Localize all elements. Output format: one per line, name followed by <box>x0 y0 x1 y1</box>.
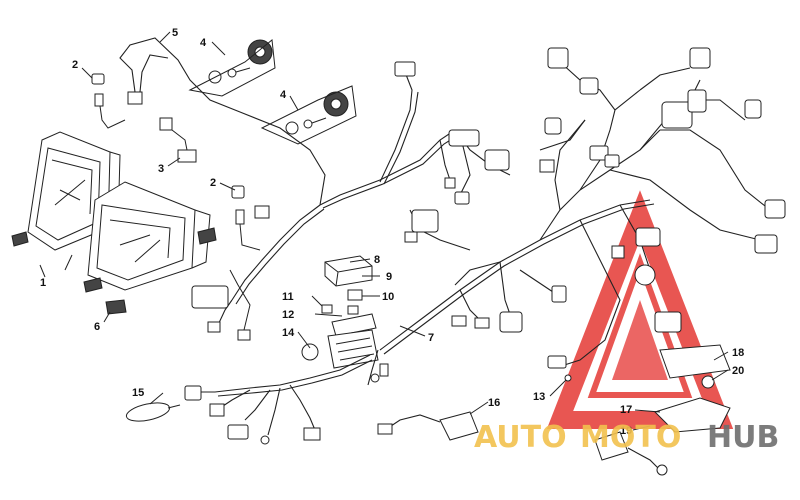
callout-4b: 4 <box>280 89 287 101</box>
callout-15: 15 <box>132 387 144 399</box>
callout-5: 5 <box>172 27 178 39</box>
callout-14: 14 <box>282 327 295 339</box>
adjuster-upper <box>188 39 276 97</box>
callout-7: 7 <box>428 332 434 344</box>
callout-9: 9 <box>386 271 392 283</box>
callout-13: 13 <box>533 391 545 403</box>
watermark-text: AUTO MOTO HUB <box>474 420 779 455</box>
callout-19: 19 <box>620 425 632 437</box>
callout-17: 17 <box>620 404 632 416</box>
callout-2b: 2 <box>210 177 216 189</box>
callout-20: 20 <box>732 365 744 377</box>
callout-2a: 2 <box>72 59 78 71</box>
watermark-moto: MOTO <box>580 420 681 455</box>
adjuster-lower <box>260 85 357 145</box>
bracket-part-6 <box>105 299 127 315</box>
sensor-part-16 <box>377 411 479 441</box>
callout-8: 8 <box>374 254 380 266</box>
ignition-parts <box>594 344 731 476</box>
watermark-auto: AUTO <box>474 420 567 455</box>
callouts: 1 2 2 3 4 4 5 6 7 8 9 10 11 12 13 14 15 … <box>40 27 744 437</box>
leader-lines <box>39 31 729 431</box>
harness-connectors <box>404 47 786 382</box>
callout-6: 6 <box>94 321 100 333</box>
bulb-socket-lower <box>159 117 270 251</box>
callout-3: 3 <box>158 163 164 175</box>
watermark-hub: HUB <box>707 420 779 455</box>
callout-4a: 4 <box>200 37 207 49</box>
callout-10: 10 <box>382 291 394 303</box>
lower-harness <box>125 354 389 445</box>
callout-11: 11 <box>282 291 294 303</box>
callout-16: 16 <box>488 397 500 409</box>
headlight-right <box>83 181 217 293</box>
bulb-socket-upper <box>91 37 326 206</box>
callout-1: 1 <box>40 277 46 289</box>
callout-12: 12 <box>282 309 294 321</box>
callout-18: 18 <box>732 347 744 359</box>
fuse-relay-block <box>301 255 379 386</box>
